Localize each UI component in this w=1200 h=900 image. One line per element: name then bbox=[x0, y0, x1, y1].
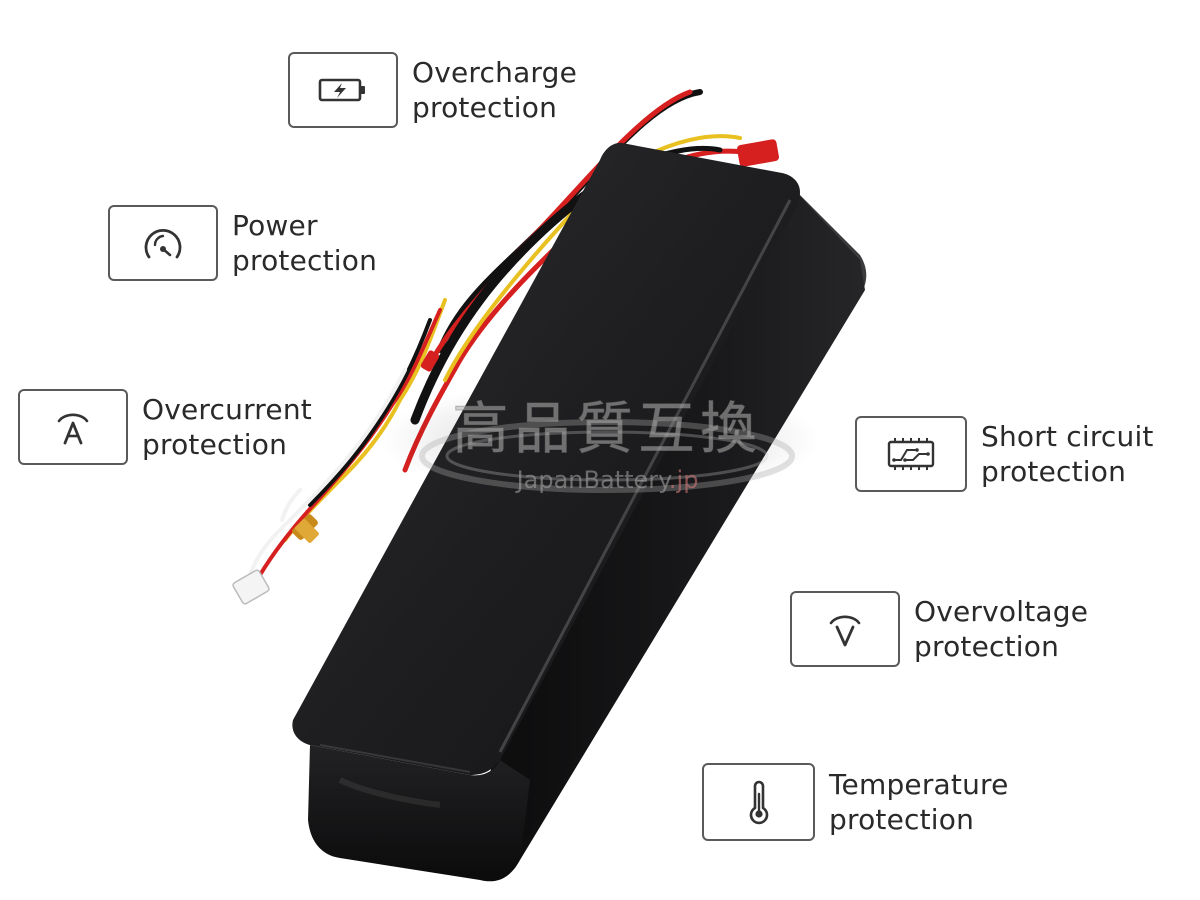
ampere-icon bbox=[57, 413, 89, 445]
feature-overvoltage-line1: Overvoltage bbox=[914, 595, 1089, 628]
feature-overcharge-icon-box bbox=[288, 52, 398, 128]
feature-temperature-line1: Temperature bbox=[829, 768, 1009, 801]
feature-power-label: Power protection bbox=[232, 208, 377, 278]
feature-overcurrent-line1: Overcurrent bbox=[142, 393, 312, 426]
feature-short-circuit: Short circuit protection bbox=[855, 416, 1154, 492]
connectors bbox=[232, 139, 779, 605]
feature-temperature-line2: protection bbox=[829, 803, 975, 836]
feature-power-line2: protection bbox=[232, 244, 378, 277]
feature-short-circuit-line2: protection bbox=[981, 455, 1127, 488]
feature-short-circuit-line1: Short circuit bbox=[981, 420, 1154, 453]
feature-short-circuit-label: Short circuit protection bbox=[981, 419, 1154, 489]
feature-temperature-icon-box bbox=[702, 763, 815, 841]
feature-overvoltage: Overvoltage protection bbox=[790, 591, 1088, 667]
feature-power-line1: Power bbox=[232, 209, 318, 242]
feature-overcurrent-line2: protection bbox=[142, 428, 288, 461]
feature-overvoltage-icon-box bbox=[790, 591, 900, 667]
thermometer-icon bbox=[749, 780, 768, 825]
gauge-icon bbox=[144, 228, 182, 259]
feature-overcurrent-icon-box bbox=[18, 389, 128, 465]
feature-power: Power protection bbox=[108, 205, 377, 281]
feature-overcharge-line2: protection bbox=[412, 91, 558, 124]
feature-overcurrent: Overcurrent protection bbox=[18, 389, 312, 465]
feature-overvoltage-label: Overvoltage protection bbox=[914, 594, 1088, 664]
voltage-icon bbox=[829, 615, 861, 647]
feature-overcharge-line1: Overcharge bbox=[412, 56, 578, 89]
feature-overcharge: Overcharge protection bbox=[288, 52, 577, 128]
feature-temperature: Temperature protection bbox=[702, 763, 1009, 841]
feature-overcharge-label: Overcharge protection bbox=[412, 55, 577, 125]
feature-power-icon-box bbox=[108, 205, 218, 281]
feature-temperature-label: Temperature protection bbox=[829, 767, 1009, 837]
circuit-board-icon bbox=[887, 438, 935, 470]
battery-charging-icon bbox=[318, 78, 365, 102]
feature-short-circuit-icon-box bbox=[855, 416, 967, 492]
feature-overcurrent-label: Overcurrent protection bbox=[142, 392, 312, 462]
feature-overvoltage-line2: protection bbox=[914, 630, 1060, 663]
